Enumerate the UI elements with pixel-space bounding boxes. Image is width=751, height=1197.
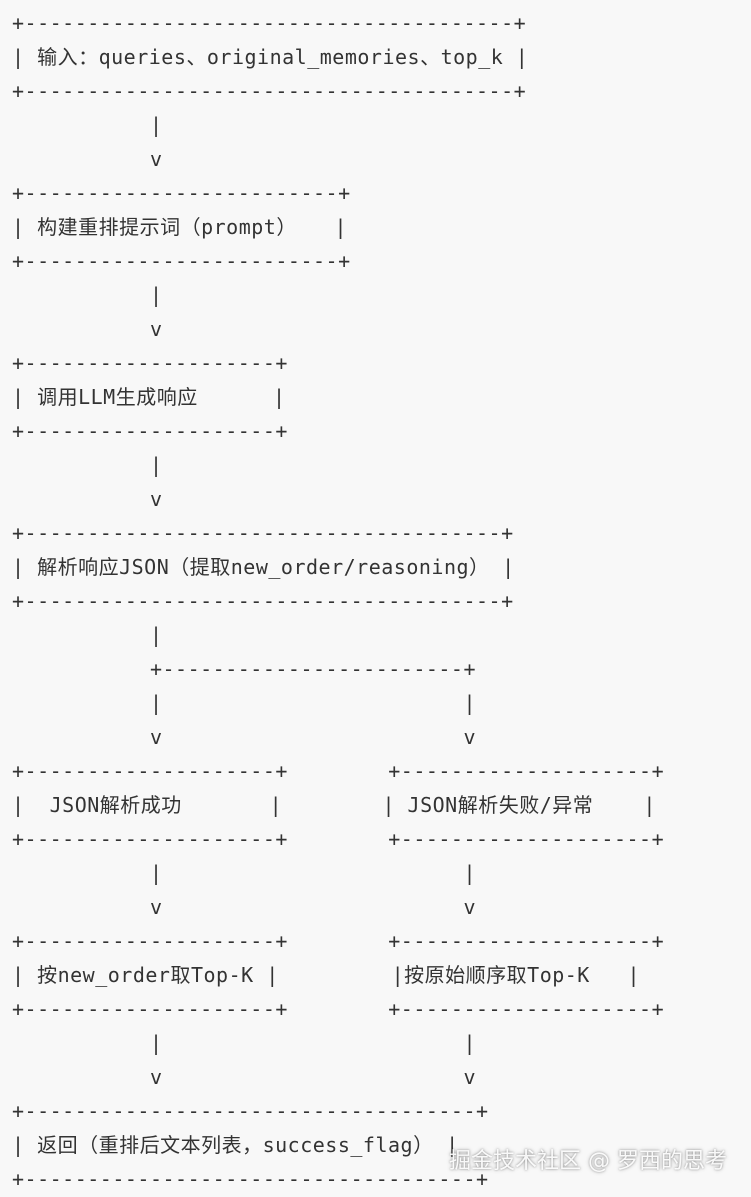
diagram-line: +-------------------------+ xyxy=(12,249,351,273)
diagram-line: +------------------------+ xyxy=(12,657,477,681)
diagram-line: | 返回（重排后文本列表，success_flag） | xyxy=(12,1133,459,1157)
diagram-line: +------------------------------------+ xyxy=(12,1099,489,1123)
diagram-line: | xyxy=(12,623,163,647)
diagram-line: +--------------------+ xyxy=(12,419,288,443)
diagram-line: v v xyxy=(12,725,477,749)
diagram-line: +--------------------+ +----------------… xyxy=(12,997,665,1021)
diagram-line: +--------------------+ +----------------… xyxy=(12,827,665,851)
diagram-line: | 解析响应JSON（提取new_order/reasoning） | xyxy=(12,555,515,579)
diagram-line: +--------------------+ +----------------… xyxy=(12,759,665,783)
diagram-line: | xyxy=(12,453,163,477)
diagram-line: +------------------------------------+ xyxy=(12,1167,489,1191)
diagram-line: +--------------------------------------+ xyxy=(12,521,514,545)
diagram-line: | 按new_order取Top-K | |按原始顺序取Top-K | xyxy=(12,963,641,987)
diagram-line: v v xyxy=(12,895,477,919)
diagram-line: v xyxy=(12,317,163,341)
watermark-text: 掘金技术社区 @ 罗西的思考 xyxy=(449,1149,727,1174)
diagram-line: | | xyxy=(12,861,477,885)
diagram-line: +-------------------------+ xyxy=(12,181,351,205)
diagram-line: +--------------------------------------+ xyxy=(12,589,514,613)
diagram-line: v v xyxy=(12,1065,477,1089)
diagram-line: v xyxy=(12,487,163,511)
diagram-line: v xyxy=(12,147,163,171)
diagram-line: +--------------------+ +----------------… xyxy=(12,929,665,953)
diagram-line: | | xyxy=(12,1031,477,1055)
diagram-line: | | xyxy=(12,691,477,715)
diagram-line: | 构建重排提示词（prompt） | xyxy=(12,215,347,239)
diagram-line: | JSON解析成功 | | JSON解析失败/异常 | xyxy=(12,793,656,817)
diagram-line: | xyxy=(12,283,163,307)
diagram-line: +--------------------+ xyxy=(12,351,288,375)
diagram-line: +---------------------------------------… xyxy=(12,11,527,35)
diagram-line: +---------------------------------------… xyxy=(12,79,527,103)
diagram-line: | xyxy=(12,113,163,137)
diagram-line: | 调用LLM生成响应 | xyxy=(12,385,286,409)
diagram-line: | 输入：queries、original_memories、top_k | xyxy=(12,45,529,69)
ascii-flow-diagram: +---------------------------------------… xyxy=(12,11,665,1191)
